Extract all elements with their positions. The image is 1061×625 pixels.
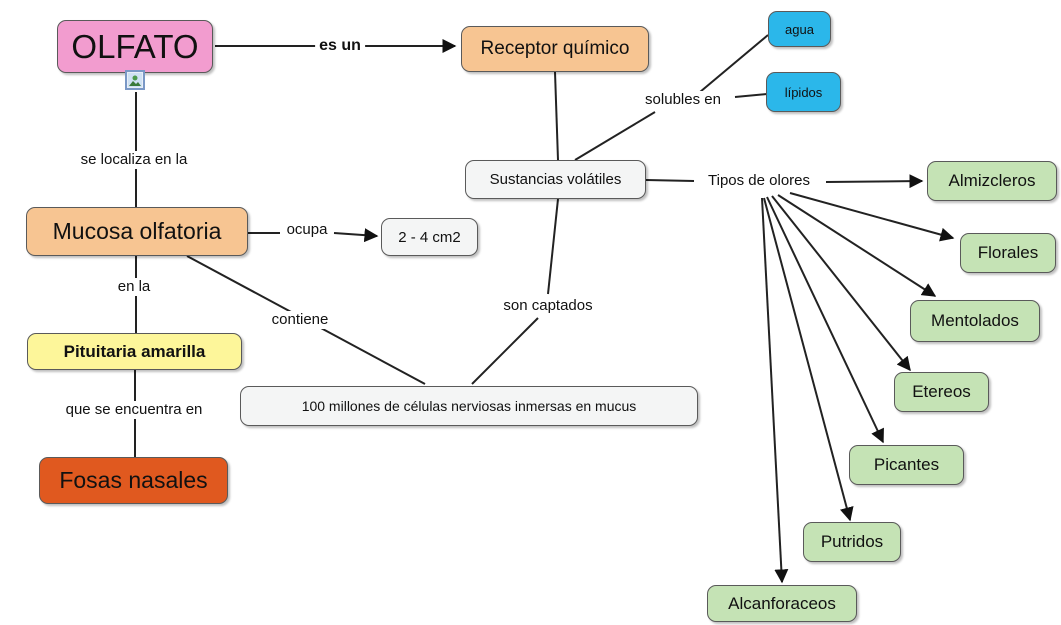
node-pituitaria-amarilla[interactable]: Pituitaria amarilla xyxy=(27,333,242,370)
node-mentolados[interactable]: Mentolados xyxy=(910,300,1040,342)
edge-tipos-picantes xyxy=(766,196,884,444)
edge-tipos-etereos xyxy=(771,195,911,372)
edge-receptor-sustancias xyxy=(554,71,559,161)
node-area[interactable]: 2 - 4 cm2 xyxy=(381,218,478,256)
node-putridos[interactable]: Putridos xyxy=(803,522,901,562)
edge-sustancias-tipos xyxy=(645,179,695,182)
edge-ocupa-area xyxy=(333,228,379,243)
node-celulas[interactable]: 100 millones de células nerviosas inmers… xyxy=(240,386,698,426)
node-lipidos[interactable]: lípidos xyxy=(766,72,841,112)
link-se-localiza-en-la[interactable]: se localiza en la xyxy=(76,151,192,169)
node-olfato[interactable]: OLFATO xyxy=(57,20,213,73)
link-en-la[interactable]: en la xyxy=(113,278,155,296)
link-contiene[interactable]: contiene xyxy=(267,311,333,329)
edge-solubles-lipidos xyxy=(734,93,768,98)
node-fosas-nasales[interactable]: Fosas nasales xyxy=(39,457,228,504)
link-que-se-encuentra-en[interactable]: que se encuentra en xyxy=(61,401,207,419)
node-florales[interactable]: Florales xyxy=(960,233,1056,273)
edge-tipos-alcanforaceos xyxy=(761,197,789,584)
link-son-captados[interactable]: son captados xyxy=(499,297,597,315)
edge-captados-celulas xyxy=(471,317,539,385)
node-alcanforaceos[interactable]: Alcanforaceos xyxy=(707,585,857,622)
link-es-un[interactable]: es un xyxy=(315,37,365,55)
node-sustancias-volatiles[interactable]: Sustancias volátiles xyxy=(465,160,646,199)
node-agua[interactable]: agua xyxy=(768,11,831,47)
edge-tipos-putridos xyxy=(763,197,854,522)
edge-solubles-agua xyxy=(699,34,769,93)
edge-sustancias-solubles xyxy=(574,111,656,161)
node-mucosa-olfatoria[interactable]: Mucosa olfatoria xyxy=(26,207,248,256)
edge-tipos-mentolados xyxy=(777,194,937,297)
link-tipos-de-olores[interactable]: Tipos de olores xyxy=(704,172,814,190)
node-picantes[interactable]: Picantes xyxy=(849,445,964,485)
edge-sustancias-captados xyxy=(547,198,559,295)
edge-tipos-almizcleros xyxy=(825,174,924,189)
image-icon[interactable] xyxy=(125,70,145,90)
link-ocupa[interactable]: ocupa xyxy=(282,221,332,239)
node-receptor-quimico[interactable]: Receptor químico xyxy=(461,26,649,72)
node-etereos[interactable]: Etereos xyxy=(894,372,989,412)
edge-tipos-florales xyxy=(789,192,955,242)
node-almizcleros[interactable]: Almizcleros xyxy=(927,161,1057,201)
link-solubles-en[interactable]: solubles en xyxy=(641,91,725,109)
